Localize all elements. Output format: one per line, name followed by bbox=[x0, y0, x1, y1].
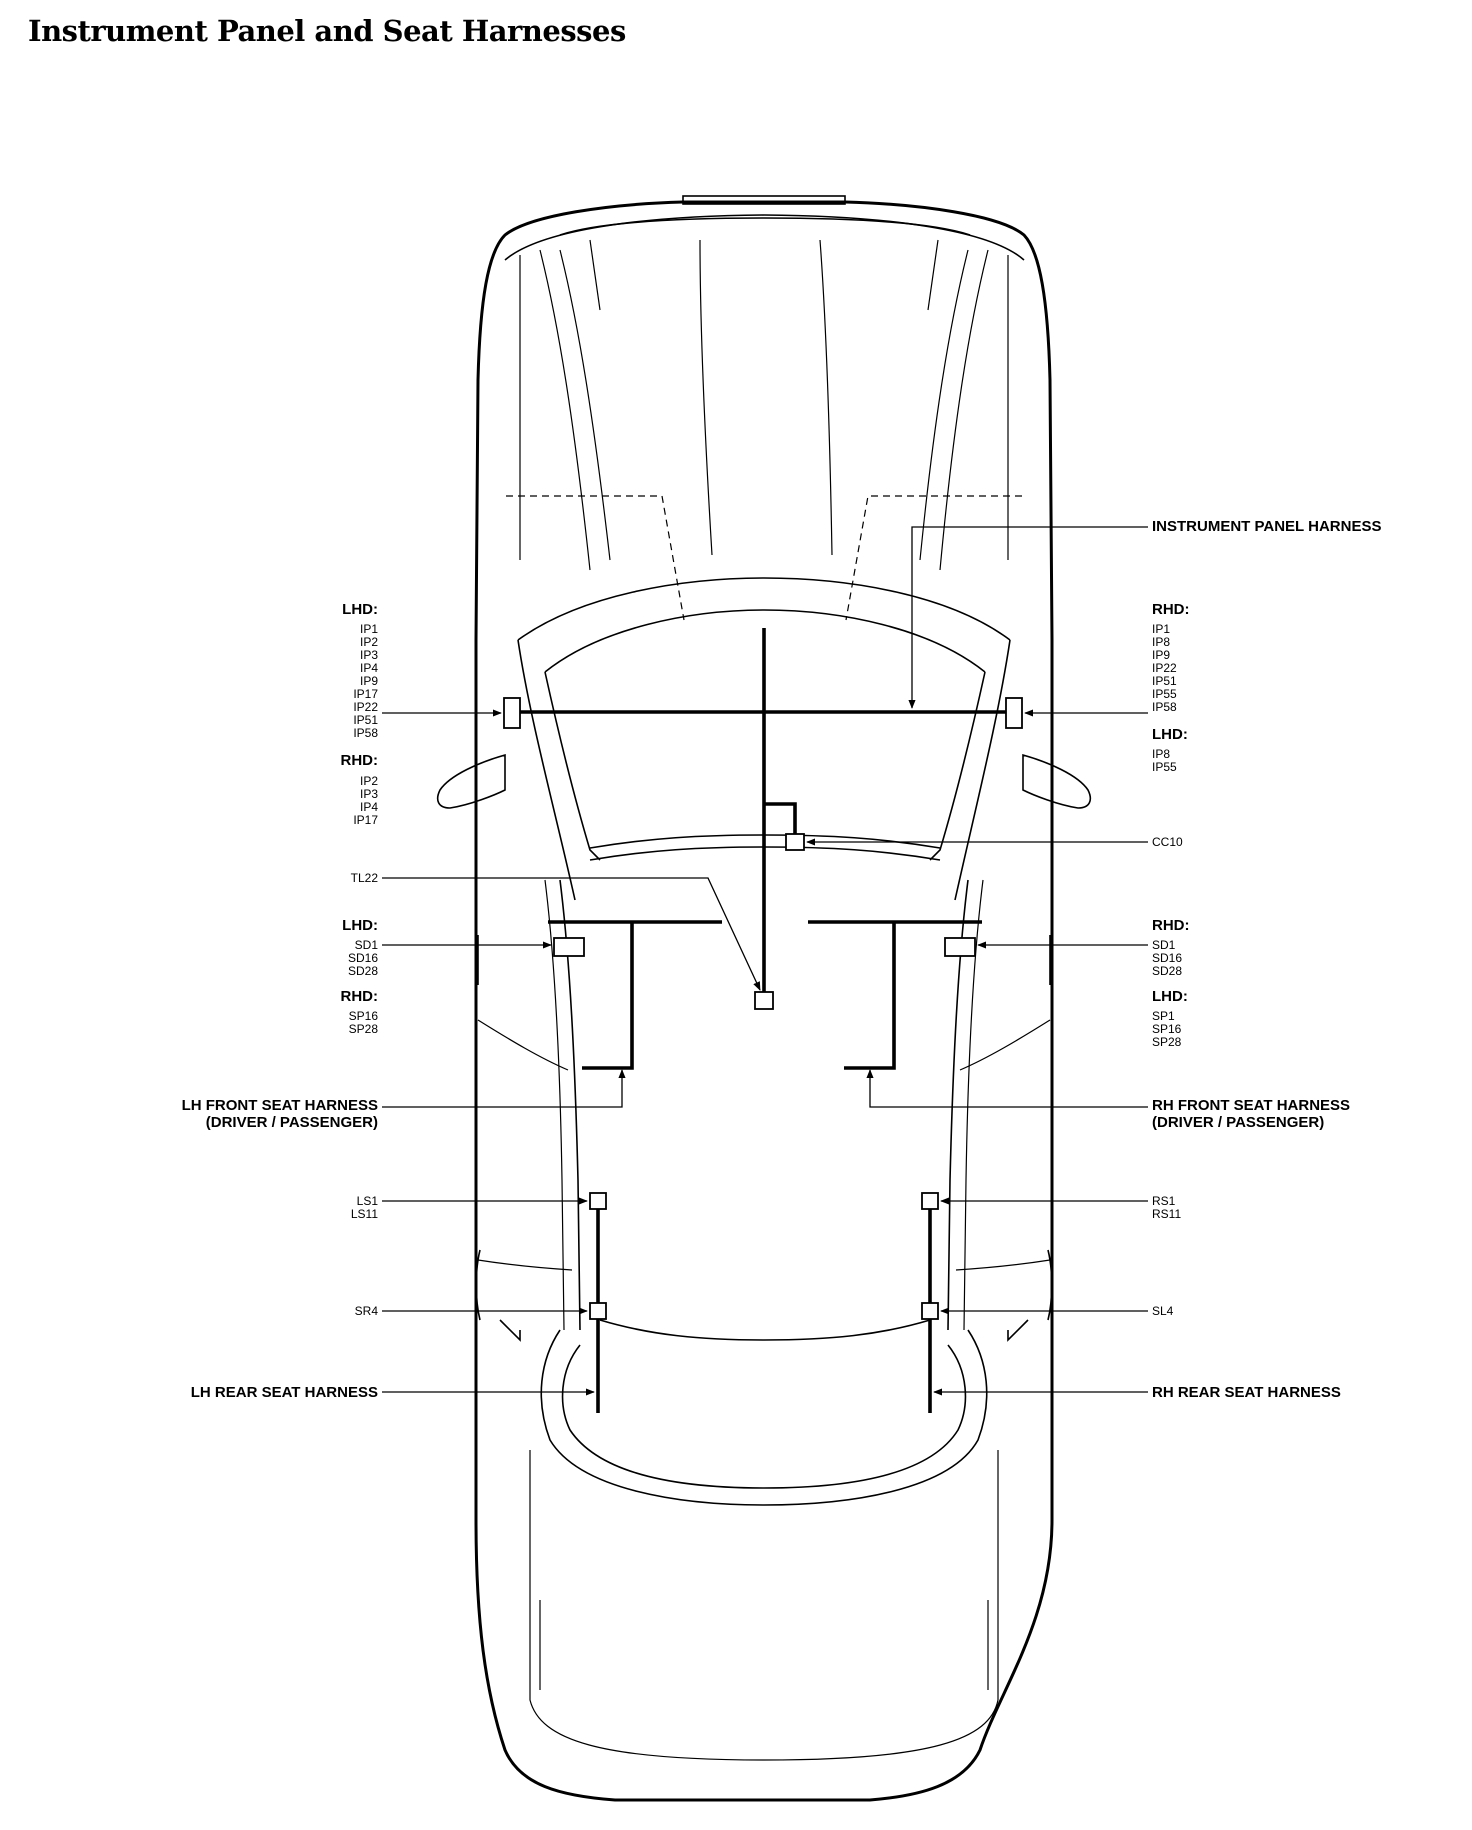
connector-code: IP2 bbox=[360, 635, 378, 649]
connector-code: IP51 bbox=[1152, 674, 1177, 688]
rh-rear-seat-harness-label: RH REAR SEAT HARNESS bbox=[1152, 1384, 1341, 1401]
connector-tl22 bbox=[754, 991, 774, 1010]
connector-code: SP16 bbox=[349, 1009, 379, 1023]
page-title: Instrument Panel and Seat Harnesses bbox=[28, 14, 626, 48]
group-header: LHD: bbox=[1152, 726, 1188, 743]
connector-code: IP55 bbox=[1152, 760, 1177, 774]
group-header: RHD: bbox=[1152, 917, 1190, 934]
connector-code: SD1 bbox=[1152, 938, 1176, 952]
connector-right-ip bbox=[1005, 697, 1023, 729]
connector-code: IP58 bbox=[353, 726, 378, 740]
connector-code: IP22 bbox=[1152, 661, 1177, 675]
ip-harness-cc10-branch bbox=[764, 802, 797, 836]
group-header: LHD: bbox=[342, 917, 378, 934]
connector-right-seat bbox=[944, 937, 976, 957]
connector-code: IP55 bbox=[1152, 687, 1177, 701]
ip-harness-label: INSTRUMENT PANEL HARNESS bbox=[1152, 518, 1381, 535]
car-outline bbox=[436, 195, 1092, 1802]
leader-lines bbox=[382, 526, 1148, 1396]
connector-code: IP4 bbox=[360, 661, 378, 675]
connector-code: IP58 bbox=[1152, 700, 1177, 714]
connector-cc10 bbox=[785, 833, 805, 851]
connector-code: IP22 bbox=[353, 700, 378, 714]
rh-front-seat-harness-branch bbox=[844, 922, 896, 1070]
connector-code: SP16 bbox=[1152, 1022, 1182, 1036]
group-header: RHD: bbox=[341, 752, 379, 769]
connector-code: SP1 bbox=[1152, 1009, 1175, 1023]
connector-code: SD28 bbox=[1152, 964, 1182, 978]
group-header: LHD: bbox=[1152, 988, 1188, 1005]
lh-front-seat-harness-sublabel: (DRIVER / PASSENGER) bbox=[206, 1114, 378, 1131]
connector-rs bbox=[921, 1192, 939, 1210]
connector-code: SD16 bbox=[1152, 951, 1182, 965]
connector-code-tl22: TL22 bbox=[351, 871, 379, 885]
connectors bbox=[503, 697, 1023, 1320]
connector-code: IP2 bbox=[360, 774, 378, 788]
connector-code: IP8 bbox=[1152, 747, 1170, 761]
connector-code: IP17 bbox=[353, 687, 378, 701]
connector-code: IP1 bbox=[1152, 622, 1170, 636]
connector-ls bbox=[589, 1192, 607, 1210]
connector-code: IP9 bbox=[360, 674, 378, 688]
connector-code: SD16 bbox=[348, 951, 378, 965]
rh-front-seat-harness-sublabel: (DRIVER / PASSENGER) bbox=[1152, 1114, 1324, 1131]
rh-front-seat-harness-label: RH FRONT SEAT HARNESS bbox=[1152, 1097, 1350, 1114]
connector-code: IP8 bbox=[1152, 635, 1170, 649]
connector-code: CC10 bbox=[1152, 835, 1183, 849]
connector-left-seat bbox=[553, 937, 585, 957]
connector-code: IP51 bbox=[353, 713, 378, 727]
connector-code: IP3 bbox=[360, 648, 378, 662]
group-header: RHD: bbox=[1152, 601, 1190, 618]
connector-code: IP3 bbox=[360, 787, 378, 801]
connector-code: IP1 bbox=[360, 622, 378, 636]
connector-code: LS1 bbox=[357, 1194, 379, 1208]
connector-code: IP4 bbox=[360, 800, 378, 814]
harness-routes bbox=[512, 628, 1016, 1413]
connector-code: IP17 bbox=[353, 813, 378, 827]
connector-sl4 bbox=[921, 1302, 939, 1320]
connector-code: SL4 bbox=[1152, 1304, 1174, 1318]
left-ip-connector-list: LHD: IP1 IP2 IP3 IP4 IP9 IP17 IP22 IP51 … bbox=[341, 601, 379, 827]
group-header: LHD: bbox=[342, 601, 378, 618]
connector-code: SR4 bbox=[355, 1304, 379, 1318]
connector-left-ip bbox=[503, 697, 521, 729]
connector-code: SD1 bbox=[355, 938, 379, 952]
right-ip-connector-list: INSTRUMENT PANEL HARNESS RHD: IP1 IP8 IP… bbox=[1152, 518, 1381, 849]
connector-code: SP28 bbox=[349, 1022, 379, 1036]
connector-sr4 bbox=[589, 1302, 607, 1320]
connector-code: RS1 bbox=[1152, 1194, 1176, 1208]
connector-code: SP28 bbox=[1152, 1035, 1182, 1049]
left-seat-connector-list: LHD: SD1 SD16 SD28 RHD: SP16 SP28 LH FRO… bbox=[182, 917, 379, 1401]
lh-front-seat-harness-label: LH FRONT SEAT HARNESS bbox=[182, 1097, 378, 1114]
connector-code: RS11 bbox=[1152, 1207, 1181, 1221]
lh-front-seat-harness-branch bbox=[582, 922, 634, 1070]
connector-code: LS11 bbox=[351, 1207, 378, 1221]
group-header: RHD: bbox=[341, 988, 379, 1005]
right-seat-connector-list: RHD: SD1 SD16 SD28 LHD: SP1 SP16 SP28 RH… bbox=[1152, 917, 1350, 1401]
lh-rear-seat-harness-label: LH REAR SEAT HARNESS bbox=[191, 1384, 378, 1401]
connector-code: SD28 bbox=[348, 964, 378, 978]
connector-code: IP9 bbox=[1152, 648, 1170, 662]
